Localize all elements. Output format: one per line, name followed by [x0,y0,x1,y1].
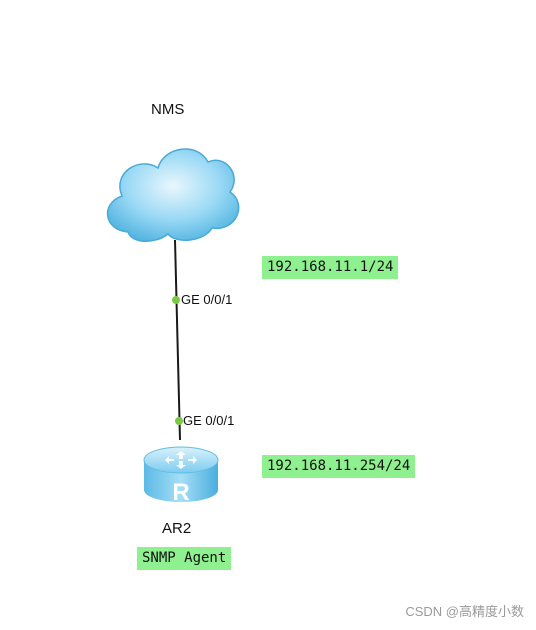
link-line[interactable] [174,239,181,441]
router-label: AR2 [162,520,192,537]
svg-text:R: R [172,479,189,506]
router-ip-tag: 192.168.11.254/24 [262,455,416,478]
router-icon[interactable]: R [143,446,219,506]
nms-label: NMS [151,101,185,118]
router-port-label: GE 0/0/1 [183,413,235,428]
watermark: CSDN @高精度小数 [405,604,524,619]
snmp-agent-tag: SNMP Agent [137,547,232,570]
port-dot-router [175,417,183,425]
port-dot-nms [172,296,180,304]
nms-port-label: GE 0/0/1 [181,292,233,307]
cloud-icon[interactable] [106,148,240,242]
nms-ip-tag: 192.168.11.1/24 [262,256,399,279]
